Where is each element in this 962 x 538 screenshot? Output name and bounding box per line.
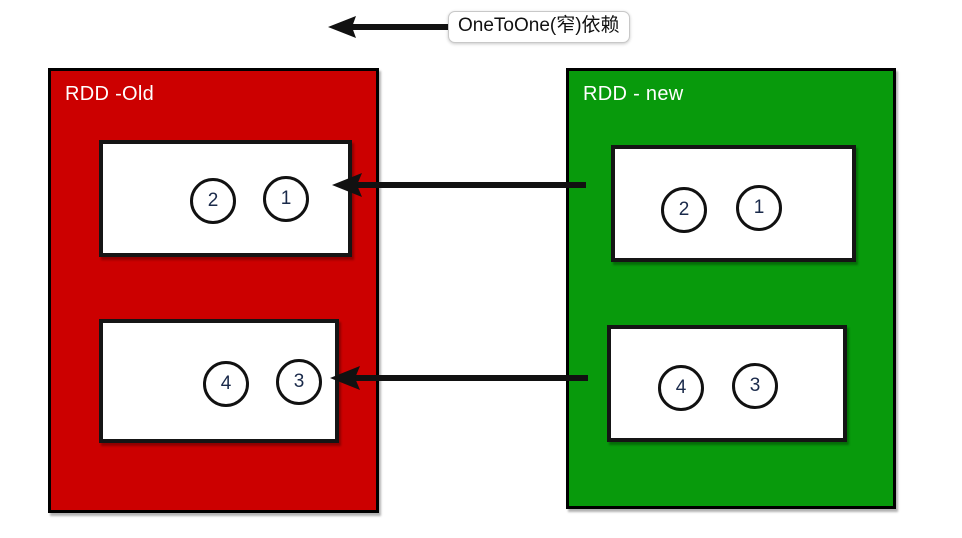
- rdd-old-panel[interactable]: RDD -Old 2 1 4 3: [48, 68, 379, 513]
- partition-element-circle: 2: [661, 187, 707, 233]
- connector-bottom-arrow-icon: [330, 366, 588, 390]
- old-partition-top[interactable]: 2 1: [99, 140, 352, 257]
- partition-element-circle: 1: [263, 176, 309, 222]
- onetoone-annotation-label: OneToOne(窄)依赖: [448, 11, 630, 43]
- partition-element-circle: 3: [732, 363, 778, 409]
- rdd-old-panel-title: RDD -Old: [65, 83, 155, 105]
- partition-element-circle: 3: [276, 359, 322, 405]
- new-partition-bottom[interactable]: 4 3: [607, 325, 847, 442]
- partition-element-circle: 1: [736, 185, 782, 231]
- rdd-new-panel-title: RDD - new: [583, 83, 684, 105]
- rdd-new-panel[interactable]: RDD - new 2 1 4 3: [566, 68, 896, 509]
- partition-element-circle: 2: [190, 178, 236, 224]
- partition-element-circle: 4: [658, 365, 704, 411]
- old-partition-bottom[interactable]: 4 3: [99, 319, 339, 443]
- new-partition-top[interactable]: 2 1: [611, 145, 856, 262]
- connector-top-arrow-icon: [332, 173, 586, 197]
- onetoone-annotation-arrow-icon: [328, 16, 454, 38]
- partition-element-circle: 4: [203, 361, 249, 407]
